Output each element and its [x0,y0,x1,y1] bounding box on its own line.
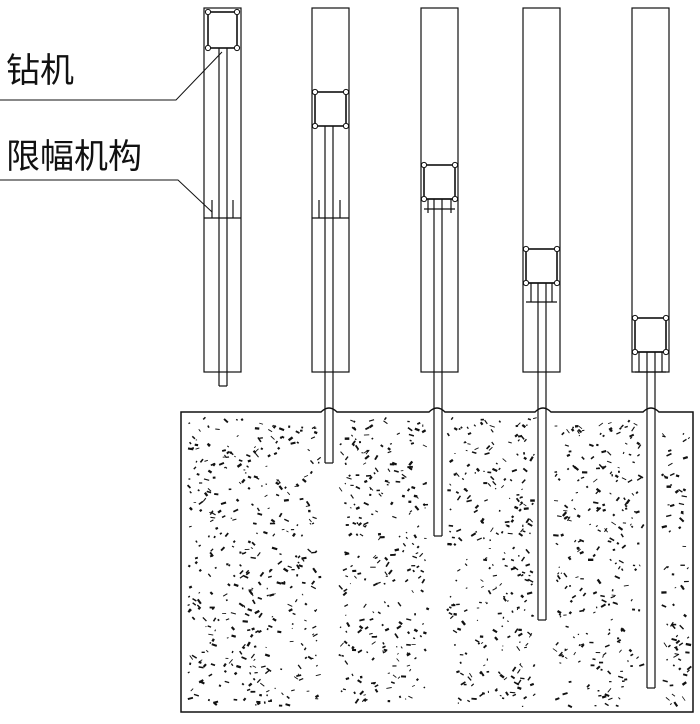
drill-rig-stage-5 [631,7,670,689]
drill-leader-line [0,51,223,101]
ground-block [180,407,694,713]
drill-rig-stage-4 [522,7,561,621]
drill-rig-stage-3 [420,7,459,537]
drill-rig-stage-1 [203,7,242,387]
limiter-label: 限幅机构 [6,137,142,177]
limiter-leader-line [0,179,213,213]
drill-rig-stage-2 [311,7,350,464]
drill-label: 钻机 [6,51,74,91]
ground-texture [186,416,692,709]
